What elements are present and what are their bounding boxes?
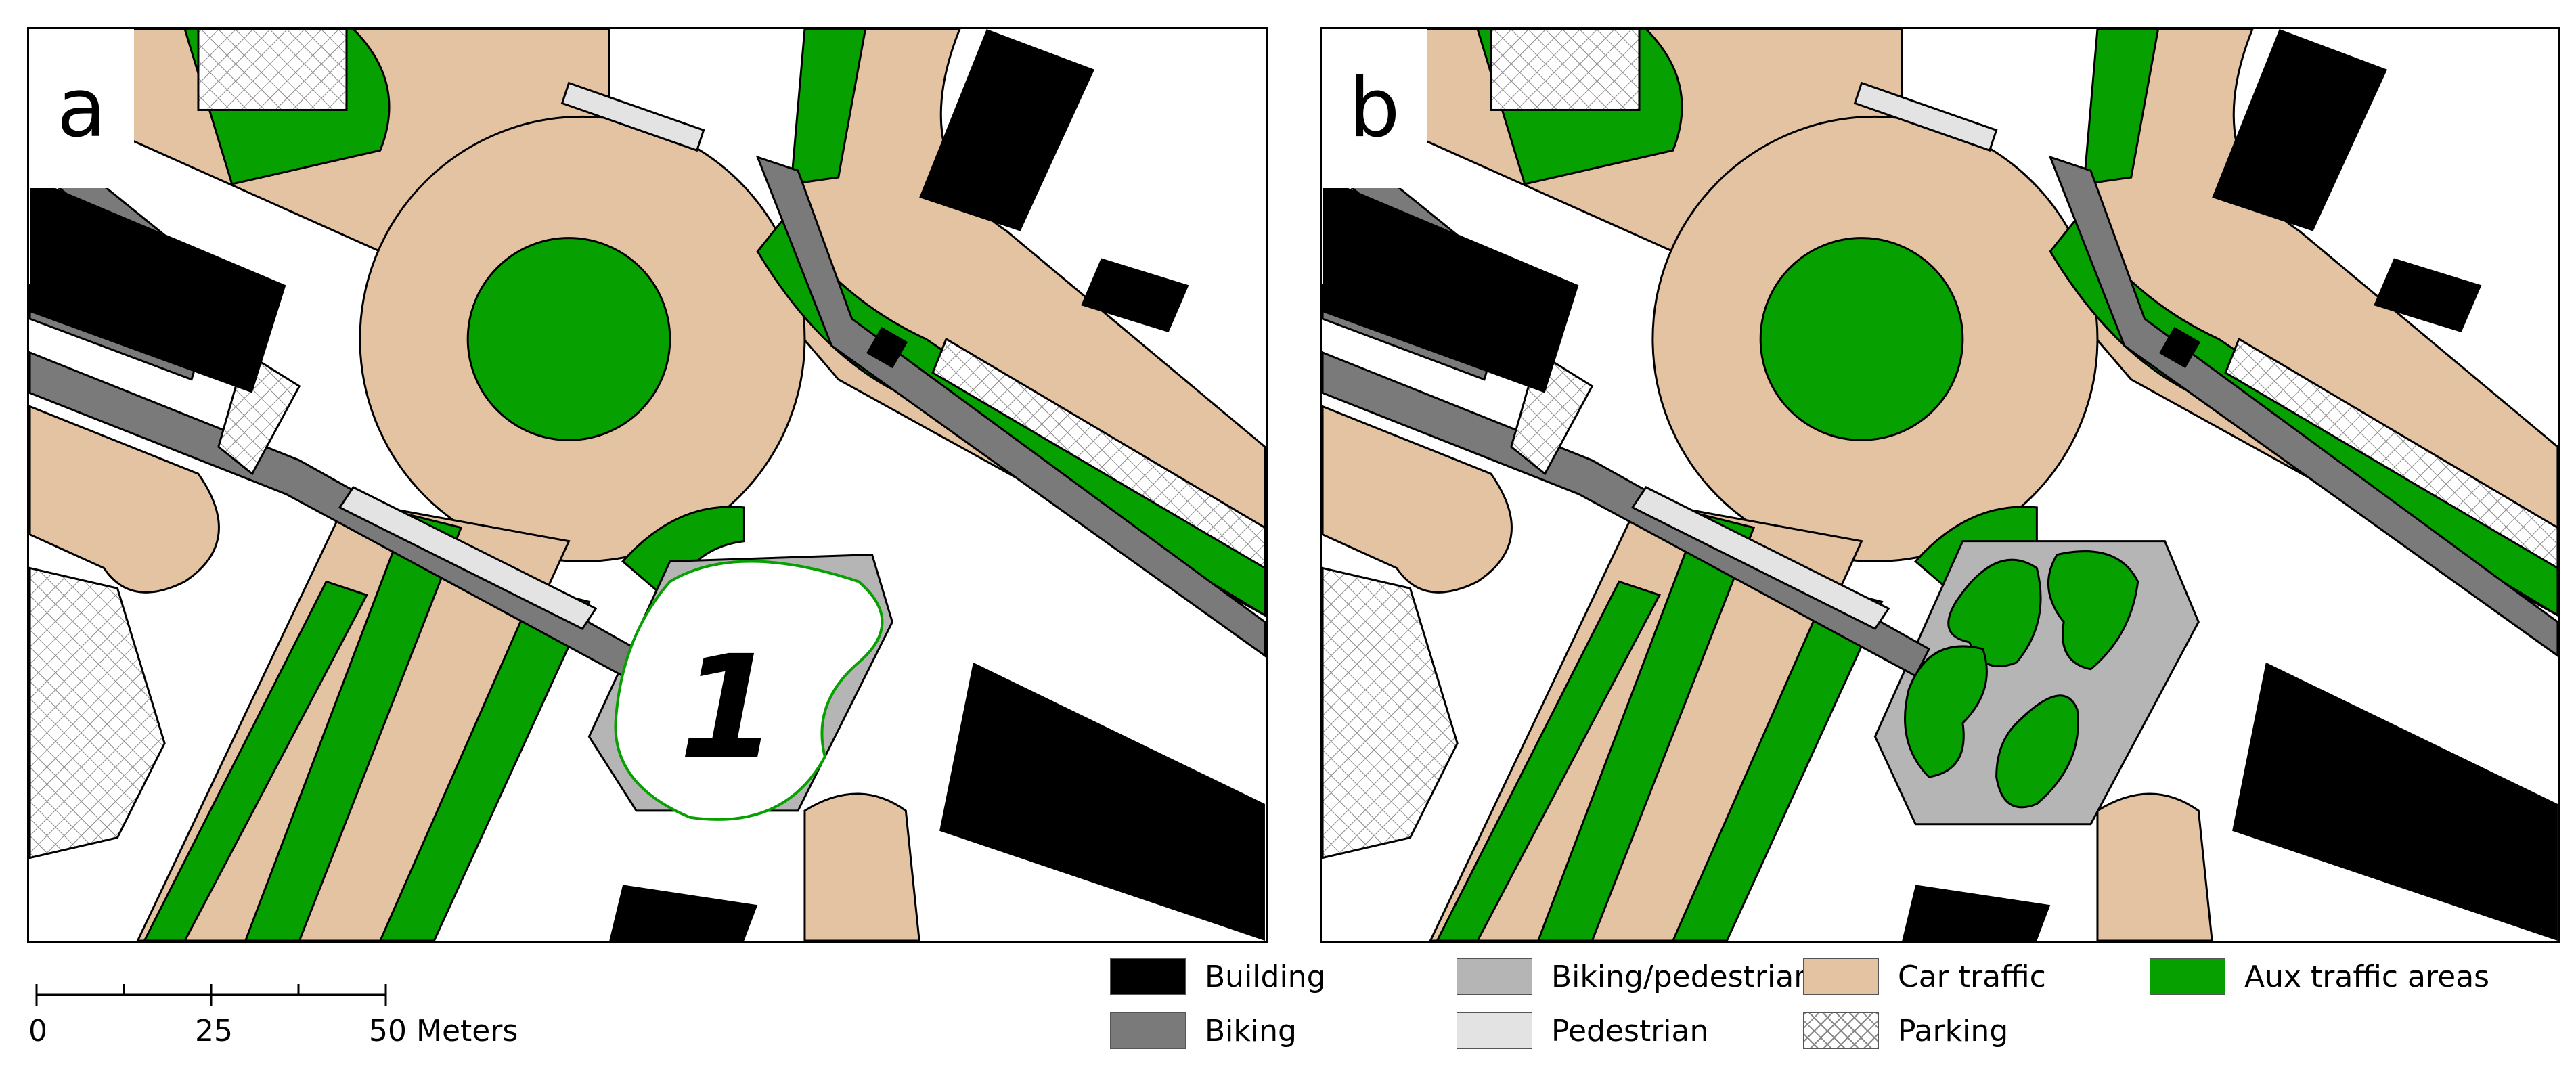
building (866, 326, 908, 369)
car-traffic-area (2096, 792, 2213, 941)
aux-traffic-planting (1904, 645, 1988, 778)
map-canvas-a (29, 29, 1266, 941)
legend-swatch-biking (1110, 1012, 1186, 1049)
aux-traffic-planting (1947, 558, 2042, 667)
legend-swatch-car-traffic (1803, 958, 1879, 995)
legend-item-parking: Parking (1803, 1010, 2008, 1052)
legend-item-aux-traffic: Aux traffic areas (2150, 956, 2489, 998)
building (609, 885, 758, 941)
building (1902, 885, 2051, 941)
building (2212, 29, 2388, 231)
legend-swatch-building (1110, 958, 1186, 995)
legend-swatch-parking (1803, 1012, 1879, 1049)
aux-traffic-strip (790, 29, 867, 185)
scale-bar (27, 975, 406, 1063)
panel-label-a: a (29, 29, 134, 188)
legend-label-aux-traffic: Aux traffic areas (2244, 959, 2490, 994)
map-canvas-b (1322, 29, 2558, 941)
aux-traffic-strip (1436, 580, 1661, 941)
legend-swatch-biking-pedestrian (1457, 958, 1532, 995)
legend-swatch-pedestrian (1457, 1012, 1532, 1049)
aux-traffic-strip (1537, 513, 1756, 941)
aux-traffic-island (1759, 237, 1964, 441)
map-panel-b: b (1320, 27, 2560, 943)
legend-label-building: Building (1205, 959, 1326, 994)
aux-traffic-island (466, 237, 671, 441)
pedestrian-crossing (1853, 81, 1998, 152)
legend-label-parking: Parking (1898, 1013, 2009, 1048)
building (2374, 258, 2482, 333)
scale-tick-50: 50 Meters (369, 1014, 518, 1048)
parking-area (29, 566, 166, 859)
parking-area (1490, 29, 1641, 111)
map-features-b (1322, 29, 2558, 941)
biking-path (755, 155, 1266, 658)
legend-item-pedestrian: Pedestrian (1457, 1010, 1708, 1052)
pedestrian-crossing (338, 486, 598, 630)
legend-item-building: Building (1110, 956, 1326, 998)
parking-area (931, 337, 1266, 570)
legend-label-car-traffic: Car traffic (1898, 959, 2046, 994)
car-traffic-area (29, 405, 220, 594)
panel-label-b: b (1322, 29, 1427, 188)
car-traffic-area (803, 792, 920, 941)
biking-path (2048, 155, 2558, 658)
legend-item-biking-pedestrian: Biking/pedestrian (1457, 956, 1813, 998)
aux-traffic-strip (143, 580, 368, 941)
legend-label-pedestrian: Pedestrian (1551, 1013, 1709, 1048)
legend-label-biking: Biking (1205, 1013, 1297, 1048)
scale-bar-graphic (35, 984, 387, 1006)
building (939, 662, 1265, 941)
map-features-a (29, 29, 1266, 941)
aux-traffic-planting (2047, 550, 2139, 671)
area-label-1: 1 (679, 625, 778, 790)
building (2159, 326, 2201, 369)
legend-label-biking-pedestrian: Biking/pedestrian (1551, 959, 1813, 994)
changed-area-outline (614, 560, 884, 821)
legend-swatch-aux-traffic (2150, 958, 2225, 995)
building (2232, 662, 2558, 941)
parking-area (2224, 337, 2558, 570)
building (1323, 177, 1579, 393)
legend-item-car-traffic: Car traffic (1803, 956, 2046, 998)
aux-traffic-strip (2083, 29, 2160, 185)
map-panel-a: a 1 (27, 27, 1268, 943)
building (30, 177, 286, 393)
scale-tick-25: 25 (195, 1014, 233, 1048)
scale-tick-0: 0 (28, 1014, 47, 1048)
aux-traffic-strip (244, 513, 463, 941)
parking-area (197, 29, 348, 111)
building (919, 29, 1095, 231)
aux-traffic-planting (1995, 694, 2079, 809)
parking-area (1322, 566, 1459, 859)
map-legend: Building Biking Biking/pedestrian Pedest… (1110, 956, 2558, 1071)
car-traffic-area (1322, 405, 1513, 594)
legend-item-biking: Biking (1110, 1010, 1297, 1052)
pedestrian-crossing (560, 81, 705, 152)
building (1081, 258, 1189, 333)
pedestrian-crossing (1630, 486, 1890, 630)
